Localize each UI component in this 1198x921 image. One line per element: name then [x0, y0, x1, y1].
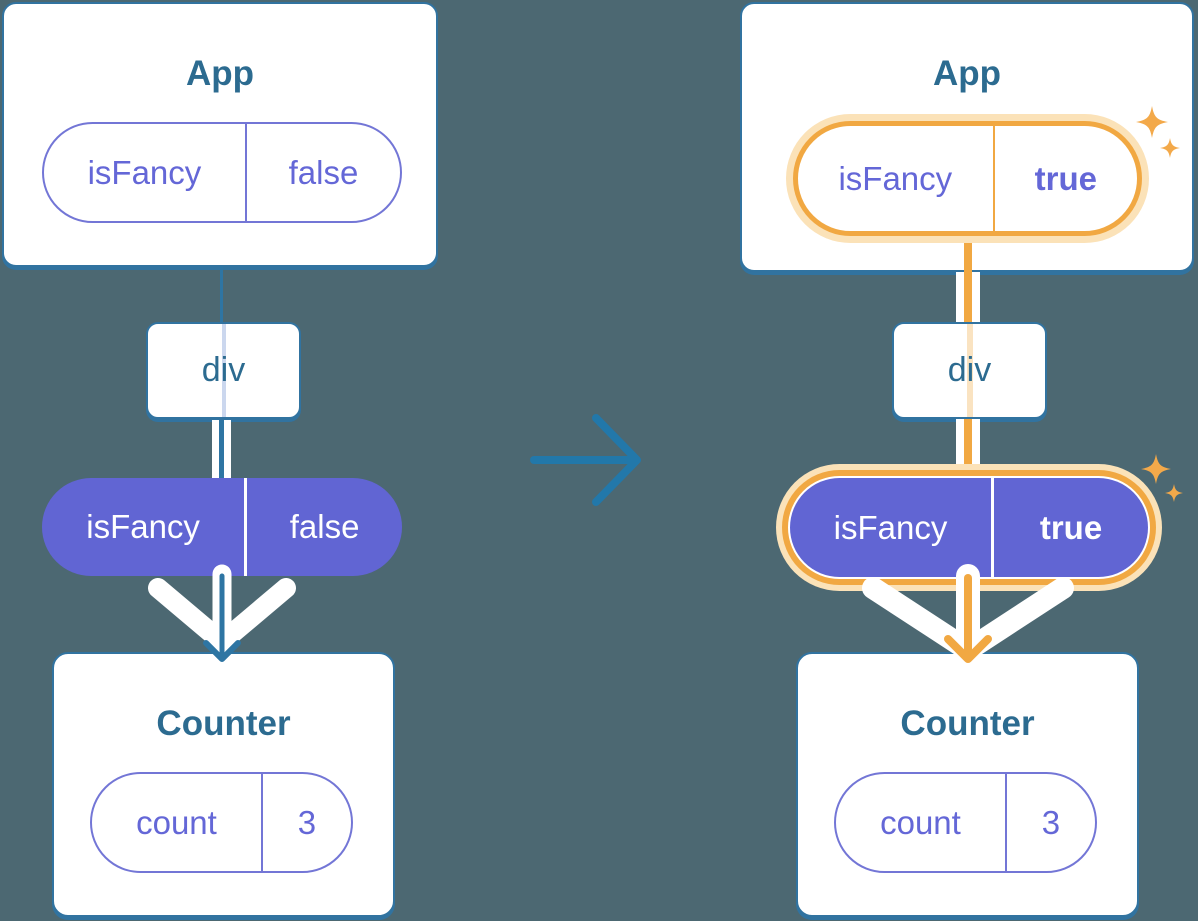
- state-value: 3: [1041, 803, 1061, 841]
- prop-value: false: [289, 508, 360, 545]
- prop-value: true: [1034, 159, 1097, 197]
- prop-pass-through-line: [221, 324, 226, 417]
- counter-title: Counter: [900, 704, 1035, 743]
- edge-div-to-prop-after: [956, 419, 980, 465]
- prop-pill-app-after-highlighted: isFancy true: [793, 121, 1142, 236]
- div-node-before: div: [146, 322, 301, 419]
- right-arrow-icon: [530, 414, 641, 506]
- prop-pill-app-before: isFancy false: [42, 122, 402, 223]
- app-title: App: [932, 54, 1002, 93]
- state-name: count: [92, 774, 263, 871]
- sparkles-icon: [1136, 106, 1180, 158]
- edge-prop-to-card-bottom-after: [964, 236, 972, 272]
- state-pill-counter-before: count 3: [90, 772, 353, 873]
- div-node-after: div: [892, 322, 1047, 419]
- app-title: App: [185, 54, 255, 93]
- prop-value: false: [288, 153, 359, 191]
- state-name: count: [836, 774, 1007, 871]
- div-label: div: [201, 351, 246, 389]
- prop-pass-through-line: [966, 324, 973, 417]
- state-pill-counter-after: count 3: [834, 772, 1097, 873]
- div-label: div: [947, 351, 992, 389]
- edge-app-to-div-before: [220, 266, 223, 324]
- prop-pill-passed-before: isFancy false: [42, 478, 402, 576]
- counter-title: Counter: [156, 704, 291, 743]
- prop-name: isFancy: [44, 124, 247, 221]
- prop-name: isFancy: [790, 478, 995, 577]
- prop-name: isFancy: [798, 126, 995, 231]
- state-value: 3: [297, 803, 317, 841]
- edge-div-to-prop-before: [212, 420, 231, 478]
- prop-pill-passed-after-highlighted: isFancy true: [790, 478, 1148, 577]
- prop-name: isFancy: [42, 478, 248, 576]
- edge-app-to-div-after: [956, 272, 980, 324]
- prop-value: true: [1039, 508, 1103, 546]
